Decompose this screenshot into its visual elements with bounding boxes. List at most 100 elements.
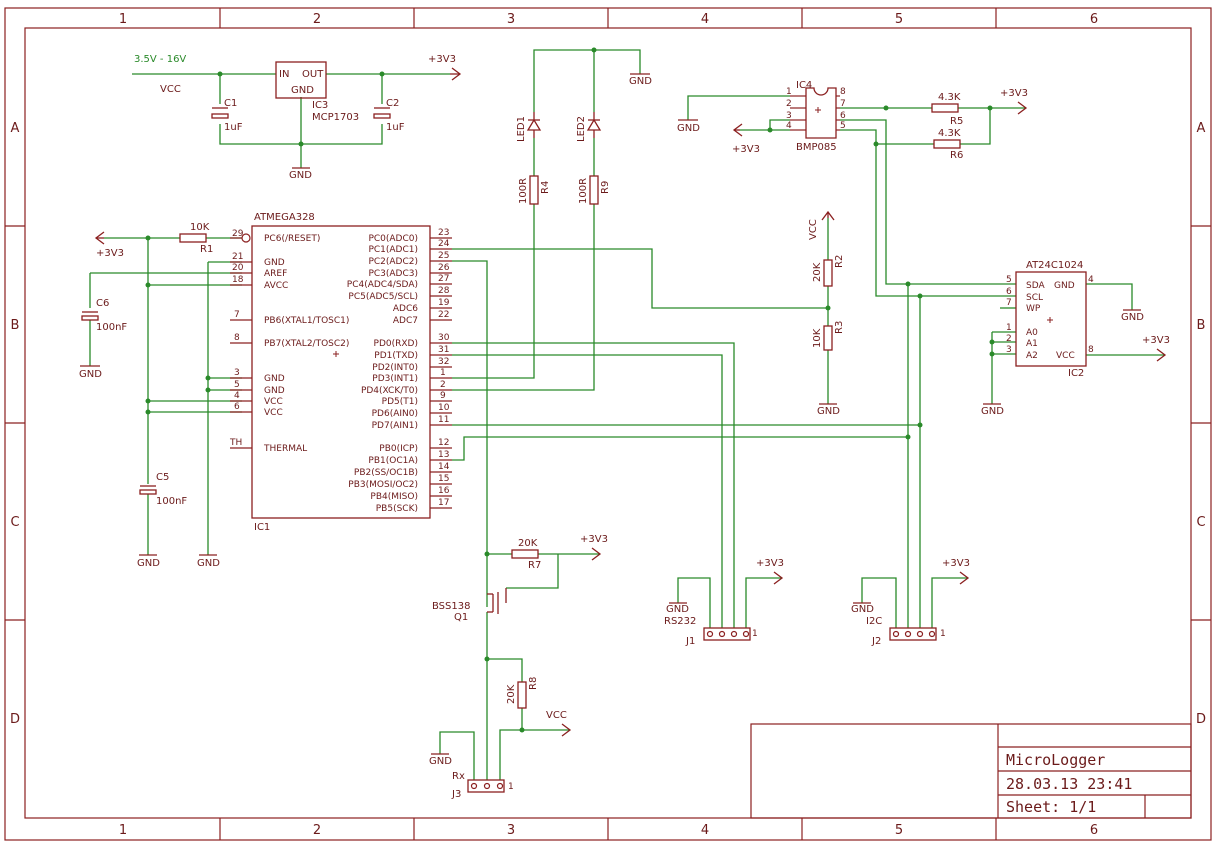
ic2-value: AT24C1024 (1026, 260, 1083, 271)
col-label-1-bottom: 1 (119, 823, 127, 838)
ic4-name: IC4 (796, 80, 812, 91)
col-label-2-top: 2 (313, 12, 321, 27)
r9-value: 100R (578, 178, 589, 204)
j2-pin1-label: 1 (940, 629, 946, 639)
r5-name: R5 (950, 116, 963, 127)
ic1-pin-num: 24 (438, 239, 450, 249)
gnd-label-eeprom: GND (1121, 312, 1144, 323)
regulator-in-label: IN (279, 69, 289, 80)
ic1-pin-num: 12 (438, 438, 449, 448)
ic1-left-pins: 29 PC6(/RESET) 21 GND 20 AREF 18 AVCC 7 … (229, 229, 349, 454)
title-block: MicroLogger 28.03.13 23:41 Sheet: 1/1 (750, 723, 1192, 819)
ic2-pin-num: 6 (1006, 287, 1012, 297)
r8-name: R8 (528, 677, 539, 690)
gnd-label-j2: GND (851, 604, 874, 615)
ic1-pin-num: 27 (438, 274, 449, 284)
r7-name: R7 (528, 560, 541, 571)
ic1-pin-label: PB7(XTAL2/TOSC2) (264, 339, 349, 349)
drawing-frame (4, 7, 1212, 841)
ic1-pin-label: PB5(SCK) (376, 504, 418, 514)
ic4-value: BMP085 (796, 142, 837, 153)
j2-body (889, 627, 937, 641)
ic1-pin-num: 4 (234, 391, 240, 401)
c1-name: C1 (224, 98, 237, 109)
j1-pin1-label: 1 (752, 629, 758, 639)
r2-name: R2 (834, 255, 845, 268)
gnd-label-j1: GND (666, 604, 689, 615)
components (81, 61, 1087, 793)
ic1-pin-label: PC1(ADC1) (368, 245, 418, 255)
ic1-pin-num: 14 (438, 462, 450, 472)
gnd-label-c5: GND (137, 558, 160, 569)
v33-label-pullup: +3V3 (1000, 88, 1028, 99)
ic1-pin-num: 8 (234, 333, 240, 343)
ic1-pin-num: 19 (438, 298, 450, 308)
ic1-pin-label: PC6(/RESET) (264, 234, 320, 244)
ic1-pin-label: GND (264, 258, 285, 268)
component-labels: IN OUT GND IC3 MCP1703 C1 1uF C2 1uF C6 … (96, 69, 1084, 800)
ic2-pin-label: SDA (1026, 281, 1045, 291)
ic1-pin-num: 25 (438, 251, 449, 261)
r3-name: R3 (834, 321, 845, 334)
gnd-label-j3: GND (429, 756, 452, 767)
row-label-a-left: A (11, 121, 20, 136)
ic1-pin-label: PC4(ADC4/SDA) (347, 280, 418, 290)
ic1-pin-label: VCC (264, 397, 283, 407)
v33-label-r7: +3V3 (580, 534, 608, 545)
vcc-label-divider: VCC (808, 219, 819, 240)
v33-label-j2: +3V3 (942, 558, 970, 569)
col-label-1-top: 1 (119, 12, 127, 27)
ic1-pin-num: 26 (438, 263, 450, 273)
ic1-pin-num: TH (229, 438, 242, 448)
ic1-pin-label: PC0(ADC0) (368, 234, 418, 244)
j3-value: Rx (452, 771, 465, 782)
ic1-pin-num: 23 (438, 228, 449, 238)
ic1-body (251, 225, 431, 519)
v33-label-j1: +3V3 (756, 558, 784, 569)
ic2-pin-label: SCL (1026, 293, 1043, 303)
ic2-pins: 5 SDA 6 SCL 7 WP 1 A0 2 A1 3 A2 4 GND 8 … (1006, 275, 1094, 361)
r6-name: R6 (950, 150, 963, 161)
ic1-pin-num: 29 (232, 229, 244, 239)
ic2-pin-num: 5 (1006, 275, 1012, 285)
ic2-pin-label: A0 (1026, 328, 1038, 338)
ic1-name: IC1 (254, 522, 270, 533)
gnd-label-eeprom-addr: GND (981, 406, 1004, 417)
ic4-pin-num: 6 (840, 111, 846, 121)
c2-value: 1uF (386, 122, 405, 133)
c5-value: 100nF (156, 496, 187, 507)
ic4-pin-num: 5 (840, 121, 846, 131)
j3-name: J3 (451, 789, 461, 800)
title-block-date: 28.03.13 23:41 (1006, 775, 1132, 793)
r9-name: R9 (600, 181, 611, 194)
ic1-pin-label: PC3(ADC3) (368, 269, 418, 279)
regulator-body (275, 61, 327, 99)
led1-label: LED1 (516, 116, 527, 142)
v33-label-reset: +3V3 (96, 248, 124, 259)
ic1-pin-label: PB0(ICP) (379, 444, 418, 454)
ic1-pin-label: PB6(XTAL1/TOSC1) (264, 316, 349, 326)
ic4-pin-num: 3 (786, 111, 792, 121)
vcc-label-j3: VCC (546, 710, 567, 721)
ic1-pin-stubs (230, 95, 840, 509)
r1-name: R1 (200, 244, 213, 255)
ic1-pin-num: 31 (438, 345, 449, 355)
ic2-pin-label: VCC (1056, 351, 1075, 361)
j2-name: J2 (871, 636, 881, 647)
row-label-b-right: B (1197, 318, 1206, 333)
ic1-pin-label: PD3(INT1) (372, 374, 418, 384)
j1-name: J1 (685, 636, 695, 647)
v33-label-regulator: +3V3 (428, 54, 456, 65)
ic4-pin-num: 1 (786, 87, 792, 97)
ic1-pin-label: PD5(T1) (382, 397, 418, 407)
ic1-pin-num: 5 (234, 380, 240, 390)
c6-value: 100nF (96, 322, 127, 333)
gnd-label-bmp: GND (677, 123, 700, 134)
ic1-pin-label: PB1(OC1A) (368, 456, 418, 466)
ic1-pin-num: 13 (438, 450, 449, 460)
c2-name: C2 (386, 98, 399, 109)
col-label-3-bottom: 3 (507, 823, 515, 838)
row-label-b-left: B (11, 318, 20, 333)
connector-pins (470, 630, 936, 790)
